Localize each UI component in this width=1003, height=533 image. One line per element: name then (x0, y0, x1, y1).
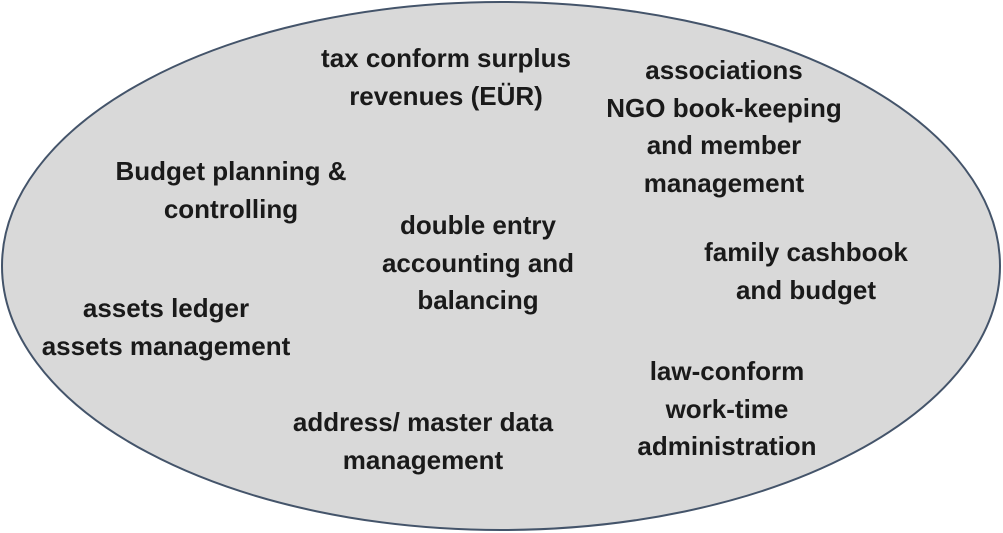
label-line: double entry (399, 210, 556, 240)
label-line: NGO book-keeping (606, 92, 842, 123)
label-line: assets management (41, 330, 291, 361)
label-associations: associations NGO book-keeping and member… (606, 52, 841, 202)
label-line: and member (646, 130, 802, 160)
label-work-time: law-conform work-time administration (637, 353, 816, 466)
label-line: assets ledger (82, 293, 250, 323)
label-tax-surplus: tax conform surplus revenues (EÜR) (321, 40, 571, 115)
label-line: tax conform surplus (321, 43, 571, 73)
label-line: management (342, 444, 504, 475)
label-line: controlling (163, 193, 299, 224)
label-family-cashbook: family cashbook and budget (704, 234, 908, 309)
label-line: associations (645, 55, 803, 85)
label-line: address/ master data (292, 407, 554, 437)
label-line: balancing (417, 285, 539, 315)
label-line: law-conform (649, 356, 805, 386)
label-budget-planning: Budget planning & controlling (115, 153, 346, 228)
label-address: address/ master data management (293, 404, 553, 479)
label-line: work-time (665, 393, 789, 424)
label-line: family cashbook (704, 237, 908, 267)
label-double-entry: double entry accounting and balancing (382, 207, 574, 320)
label-line: management (643, 167, 805, 198)
label-line: administration (637, 431, 817, 461)
label-line: accounting and (381, 247, 575, 278)
label-assets: assets ledger assets management (42, 290, 291, 365)
label-line: Budget planning & (115, 156, 347, 186)
label-line: and budget (735, 274, 877, 305)
label-line: revenues (EÜR) (349, 80, 543, 111)
